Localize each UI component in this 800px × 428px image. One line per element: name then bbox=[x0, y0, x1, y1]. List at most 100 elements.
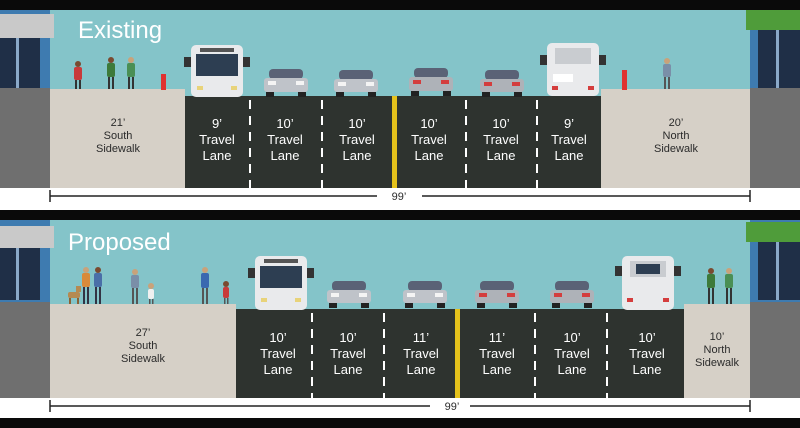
proposed-south-building bbox=[0, 220, 54, 398]
proposed-lane-4-label: 11’ Travel Lane bbox=[479, 330, 515, 377]
existing-lane-4-width: 10’ bbox=[420, 116, 437, 131]
existing-dimension bbox=[49, 190, 751, 202]
existing-lane-6-text-1: Travel bbox=[551, 132, 587, 147]
proposed-lane-1-width: 10’ bbox=[269, 330, 286, 345]
existing-lane-5-label: 10’ Travel Lane bbox=[483, 116, 519, 163]
existing-pedestrian-4 bbox=[663, 58, 671, 89]
existing-south-sidewalk-width: 21’ bbox=[111, 117, 126, 129]
proposed-bus-front bbox=[248, 256, 314, 310]
proposed-pedestrian-5 bbox=[201, 267, 209, 304]
proposed-base-band bbox=[0, 398, 800, 418]
existing-north-sidewalk-width: 20’ bbox=[669, 117, 684, 129]
proposed-car-4 bbox=[550, 281, 594, 308]
proposed-pedestrian-8 bbox=[725, 268, 733, 304]
proposed-lane-3-text-2: Lane bbox=[407, 362, 436, 377]
existing-lane-2-text-2: Lane bbox=[271, 148, 300, 163]
proposed-lane-6-text-1: Travel bbox=[629, 346, 665, 361]
proposed-dimension bbox=[49, 400, 751, 412]
existing-car-1 bbox=[264, 69, 308, 97]
existing-south-sidewalk-label-2: Sidewalk bbox=[96, 143, 141, 155]
existing-car-3 bbox=[409, 68, 453, 96]
existing-car-4 bbox=[480, 70, 524, 97]
proposed-north-sidewalk bbox=[684, 304, 750, 398]
existing-bus-rear bbox=[540, 43, 606, 96]
existing-lane-1-text-1: Travel bbox=[199, 132, 235, 147]
proposed-pedestrian-3 bbox=[131, 269, 139, 304]
existing-lane-3-text-1: Travel bbox=[339, 132, 375, 147]
existing-lane-4-text-1: Travel bbox=[411, 132, 447, 147]
existing-car-2 bbox=[334, 70, 378, 97]
proposed-north-building bbox=[746, 220, 800, 398]
existing-north-sidewalk-label-2: Sidewalk bbox=[654, 143, 699, 155]
existing-north-sidewalk-label-1: North bbox=[663, 130, 690, 142]
existing-base-band bbox=[0, 188, 800, 210]
proposed-lane-6-width: 10’ bbox=[638, 330, 655, 345]
existing-lane-1-text-2: Lane bbox=[203, 148, 232, 163]
proposed-center-line bbox=[455, 309, 460, 398]
existing-lane-2-label: 10’ Travel Lane bbox=[267, 116, 303, 163]
proposed-lane-5-text-1: Travel bbox=[554, 346, 590, 361]
existing-title: Existing bbox=[78, 17, 162, 44]
existing-lane-6-width: 9’ bbox=[564, 116, 574, 131]
proposed-lane-lines bbox=[311, 313, 608, 398]
existing-pedestrian-3 bbox=[127, 57, 135, 89]
proposed-lane-5-label: 10’ Travel Lane bbox=[554, 330, 590, 377]
existing-lane-1-width: 9’ bbox=[212, 116, 222, 131]
existing-bollard-north bbox=[622, 70, 627, 90]
existing-lane-4-text-2: Lane bbox=[415, 148, 444, 163]
existing-center-line bbox=[392, 96, 397, 188]
proposed-lane-4-text-1: Travel bbox=[479, 346, 515, 361]
existing-north-building bbox=[746, 10, 800, 188]
existing-section bbox=[0, 0, 800, 210]
existing-lane-6-label: 9’ Travel Lane bbox=[551, 116, 587, 163]
proposed-pedestrian-2 bbox=[94, 267, 102, 304]
existing-lane-6-text-2: Lane bbox=[555, 148, 584, 163]
proposed-south-sidewalk-width: 27’ bbox=[136, 327, 151, 339]
existing-lane-5-text-1: Travel bbox=[483, 132, 519, 147]
proposed-south-sidewalk-label-1: South bbox=[129, 340, 158, 352]
proposed-lane-2-text-1: Travel bbox=[330, 346, 366, 361]
existing-total-width: 99’ bbox=[392, 191, 407, 203]
proposed-lane-1-text-2: Lane bbox=[264, 362, 293, 377]
proposed-south-sidewalk-label-2: Sidewalk bbox=[121, 353, 166, 365]
proposed-lane-3-width: 11’ bbox=[413, 330, 429, 345]
existing-lane-5-text-2: Lane bbox=[487, 148, 516, 163]
existing-lane-2-text-1: Travel bbox=[267, 132, 303, 147]
proposed-south-sidewalk bbox=[50, 304, 236, 398]
proposed-car-3 bbox=[475, 281, 519, 308]
proposed-lane-5-width: 10’ bbox=[563, 330, 580, 345]
proposed-lane-1-label: 10’ Travel Lane bbox=[260, 330, 296, 377]
top-frame-band bbox=[0, 0, 800, 10]
existing-pedestrian-1 bbox=[74, 61, 82, 89]
existing-lane-3-width: 10’ bbox=[348, 116, 365, 131]
proposed-lane-2-width: 10’ bbox=[339, 330, 356, 345]
existing-south-sidewalk-label-1: South bbox=[104, 130, 133, 142]
proposed-north-sidewalk-width: 10’ bbox=[710, 331, 725, 343]
existing-north-sidewalk bbox=[601, 89, 750, 188]
proposed-lane-2-text-2: Lane bbox=[334, 362, 363, 377]
proposed-lane-6-text-2: Lane bbox=[633, 362, 662, 377]
proposed-car-2 bbox=[403, 281, 447, 308]
existing-lane-2-width: 10’ bbox=[276, 116, 293, 131]
existing-bollard-south bbox=[161, 74, 166, 90]
proposed-north-sidewalk-label-2: Sidewalk bbox=[695, 357, 740, 369]
proposed-lane-5-text-2: Lane bbox=[558, 362, 587, 377]
proposed-car-1 bbox=[327, 281, 371, 308]
proposed-pedestrian-1 bbox=[82, 267, 90, 304]
proposed-lane-2-label: 10’ Travel Lane bbox=[330, 330, 366, 377]
proposed-pedestrian-4 bbox=[148, 283, 154, 304]
proposed-section bbox=[0, 220, 800, 428]
proposed-title: Proposed bbox=[68, 229, 171, 256]
bottom-frame-band bbox=[0, 418, 800, 428]
existing-lane-3-text-2: Lane bbox=[343, 148, 372, 163]
proposed-lane-4-width: 11’ bbox=[489, 330, 505, 345]
existing-south-building bbox=[0, 10, 54, 188]
proposed-dog-icon bbox=[68, 286, 81, 304]
existing-bus-front bbox=[184, 45, 250, 97]
proposed-lane-1-text-1: Travel bbox=[260, 346, 296, 361]
existing-lane-4-label: 10’ Travel Lane bbox=[411, 116, 447, 163]
proposed-north-sidewalk-label-1: North bbox=[704, 344, 731, 356]
proposed-lane-3-label: 11’ Travel Lane bbox=[403, 330, 439, 377]
existing-lane-3-label: 10’ Travel Lane bbox=[339, 116, 375, 163]
